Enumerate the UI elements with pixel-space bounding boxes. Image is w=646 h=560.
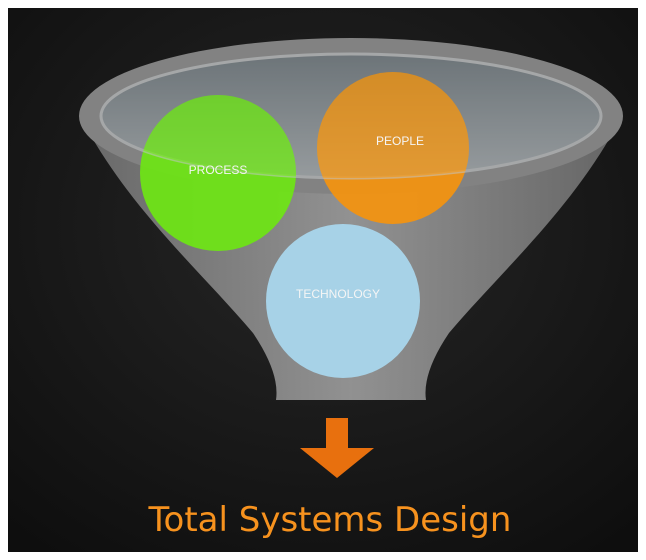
technology-circle [266,224,420,378]
funnel-diagram: PROCESS PEOPLE TECHNOLOGY Total Systems … [8,8,638,552]
process-label: PROCESS [189,163,248,177]
result-title: Total Systems Design [148,500,512,540]
people-circle-top [317,72,469,178]
down-arrow-icon [300,418,374,478]
people-label: PEOPLE [376,134,424,148]
technology-label: TECHNOLOGY [296,287,380,301]
funnel-diagram-svg: PROCESS PEOPLE TECHNOLOGY Total Systems … [8,8,638,552]
